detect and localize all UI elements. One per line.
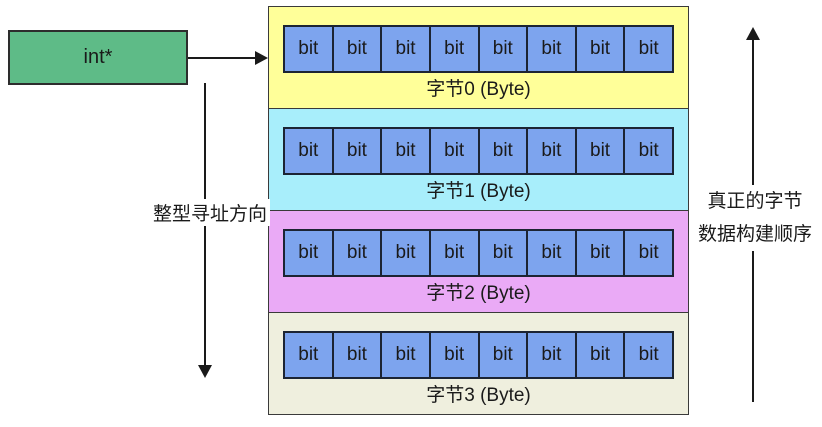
bit-cell: bit	[380, 331, 431, 379]
bit-cell: bit	[428, 127, 480, 175]
byte-label: 字节3 (Byte)	[426, 385, 531, 406]
bit-cell: bit	[428, 229, 480, 277]
bit-cell: bit	[526, 25, 577, 73]
bit-cell: bit	[477, 127, 529, 175]
bit-cell: bit	[283, 25, 334, 73]
bit-cell: bit	[283, 229, 334, 277]
construction-order-label-line2: 数据构建顺序	[697, 224, 813, 245]
construction-order-label: 真正的字节 数据构建顺序	[695, 185, 815, 251]
byte-label: 字节0 (Byte)	[426, 79, 531, 100]
bit-cell: bit	[526, 127, 577, 175]
int-pointer-box: int*	[8, 30, 188, 85]
arrow-up-icon	[746, 27, 760, 40]
bit-cell: bit	[574, 127, 626, 175]
int-pointer-label: int*	[83, 46, 113, 68]
bit-cell: bit	[623, 25, 674, 73]
bit-cell: bit	[526, 331, 577, 379]
bit-cell: bit	[283, 127, 334, 175]
bit-cell: bit	[428, 25, 480, 73]
bit-cell: bit	[331, 229, 383, 277]
bit-cell: bit	[477, 25, 529, 73]
byte-label: 字节1 (Byte)	[426, 181, 531, 202]
bit-cell: bit	[428, 331, 480, 379]
byte-label: 字节2 (Byte)	[426, 283, 531, 304]
bit-cell: bit	[623, 331, 674, 379]
pointer-arrow-head-icon	[255, 51, 268, 65]
bit-cell: bit	[526, 229, 577, 277]
bit-cell: bit	[574, 25, 626, 73]
bit-cell: bit	[331, 127, 383, 175]
bit-cell: bit	[283, 331, 334, 379]
bit-cell: bit	[574, 331, 626, 379]
bit-cell: bit	[623, 229, 674, 277]
bit-cell: bit	[380, 127, 431, 175]
bit-cell: bit	[477, 229, 529, 277]
bit-cell: bit	[331, 25, 383, 73]
arrow-down-icon	[198, 365, 212, 378]
bit-cell: bit	[380, 229, 431, 277]
bit-cell: bit	[331, 331, 383, 379]
bit-cell: bit	[574, 229, 626, 277]
bit-cell: bit	[623, 127, 674, 175]
bit-cell: bit	[380, 25, 431, 73]
addressing-direction-label: 整型寻址方向	[149, 199, 271, 226]
construction-order-label-line1: 真正的字节	[707, 191, 803, 212]
pointer-arrow-line	[188, 57, 256, 59]
bit-cell: bit	[477, 331, 529, 379]
